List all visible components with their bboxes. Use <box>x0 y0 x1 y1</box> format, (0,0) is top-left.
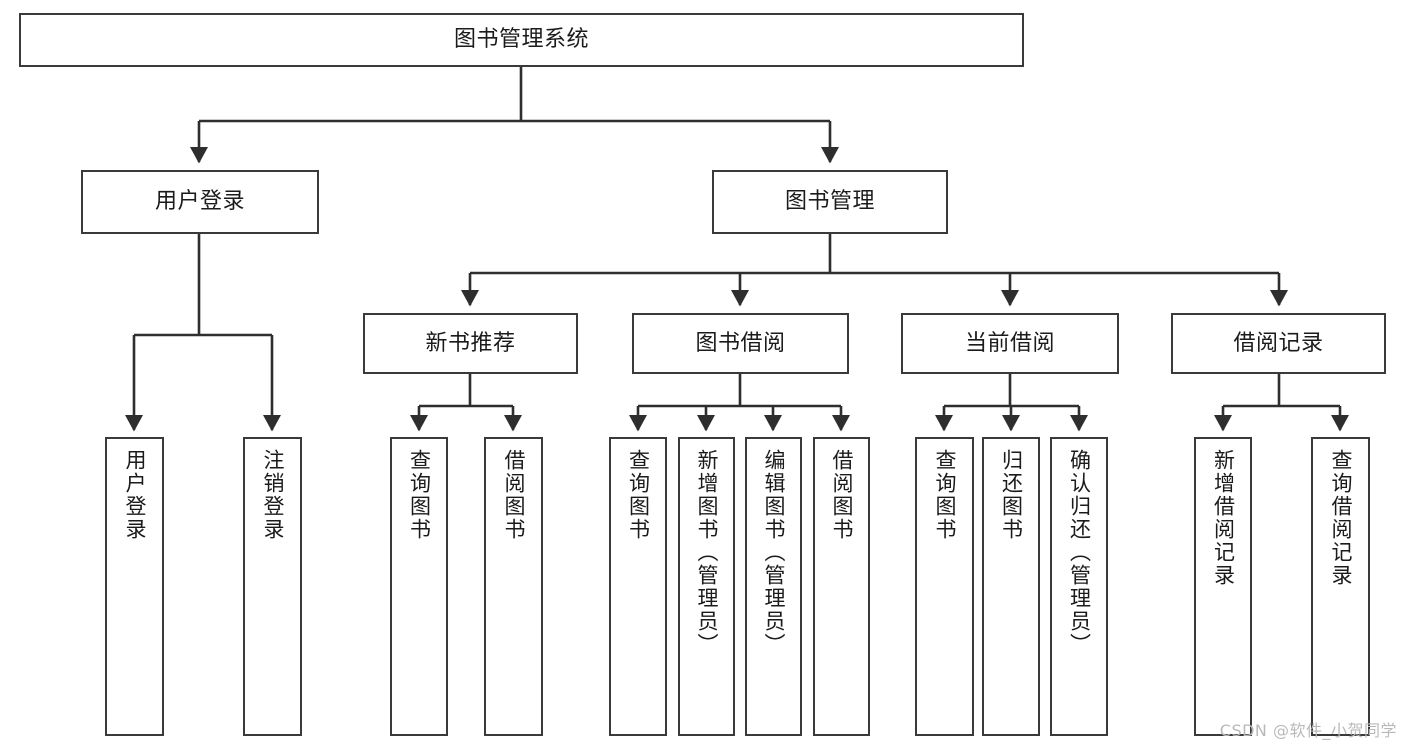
leaf-return-book[interactable]: 归还图书 <box>982 437 1040 736</box>
leaf-add-book-admin[interactable]: 新增图书（管理员） <box>678 437 735 736</box>
node-root-label: 图书管理系统 <box>453 27 589 53</box>
leaf-edit-book-admin-label: 编辑图书（管理员） <box>762 449 787 656</box>
leaf-borrow-book[interactable]: 借阅图书 <box>813 437 870 736</box>
leaf-confirm-return-admin-label: 确认归还（管理员） <box>1067 449 1092 656</box>
node-current-borrow-label: 当前借阅 <box>964 330 1055 356</box>
leaf-query-borrow-record-label: 查询借阅记录 <box>1329 449 1354 587</box>
leaf-query-borrow-record[interactable]: 查询借阅记录 <box>1311 437 1370 736</box>
node-user-login-label: 用户登录 <box>154 189 245 215</box>
node-book-management[interactable]: 图书管理 <box>712 170 948 234</box>
node-book-borrow[interactable]: 图书借阅 <box>632 313 849 374</box>
leaf-return-book-label: 归还图书 <box>999 449 1024 541</box>
leaf-user-login-label: 用户登录 <box>123 449 148 541</box>
leaf-add-book-admin-label: 新增图书（管理员） <box>695 449 720 656</box>
leaf-query-book-borrow-label: 查询图书 <box>626 449 651 541</box>
node-borrow-record[interactable]: 借阅记录 <box>1171 313 1386 374</box>
leaf-borrow-book-newbook-label: 借阅图书 <box>502 449 527 541</box>
node-user-login[interactable]: 用户登录 <box>81 170 319 234</box>
leaf-borrow-book-label: 借阅图书 <box>830 449 855 541</box>
node-book-management-label: 图书管理 <box>784 189 875 215</box>
node-new-book-recommend-label: 新书推荐 <box>425 330 516 356</box>
node-current-borrow[interactable]: 当前借阅 <box>901 313 1119 374</box>
node-new-book-recommend[interactable]: 新书推荐 <box>363 313 578 374</box>
leaf-edit-book-admin[interactable]: 编辑图书（管理员） <box>745 437 802 736</box>
node-root[interactable]: 图书管理系统 <box>19 13 1024 67</box>
leaf-query-book-newbook[interactable]: 查询图书 <box>390 437 448 736</box>
leaf-query-book-current[interactable]: 查询图书 <box>915 437 974 736</box>
node-borrow-record-label: 借阅记录 <box>1233 330 1324 356</box>
leaf-query-book-current-label: 查询图书 <box>933 449 958 541</box>
leaf-logout-label: 注销登录 <box>261 449 286 541</box>
leaf-borrow-book-newbook[interactable]: 借阅图书 <box>484 437 543 736</box>
leaf-query-book-borrow[interactable]: 查询图书 <box>609 437 667 736</box>
leaf-add-borrow-record-label: 新增借阅记录 <box>1211 449 1236 587</box>
leaf-user-login[interactable]: 用户登录 <box>105 437 164 736</box>
node-book-borrow-label: 图书借阅 <box>695 330 786 356</box>
leaf-add-borrow-record[interactable]: 新增借阅记录 <box>1194 437 1252 736</box>
leaf-confirm-return-admin[interactable]: 确认归还（管理员） <box>1050 437 1108 736</box>
leaf-logout[interactable]: 注销登录 <box>243 437 302 736</box>
leaf-query-book-newbook-label: 查询图书 <box>407 449 432 541</box>
